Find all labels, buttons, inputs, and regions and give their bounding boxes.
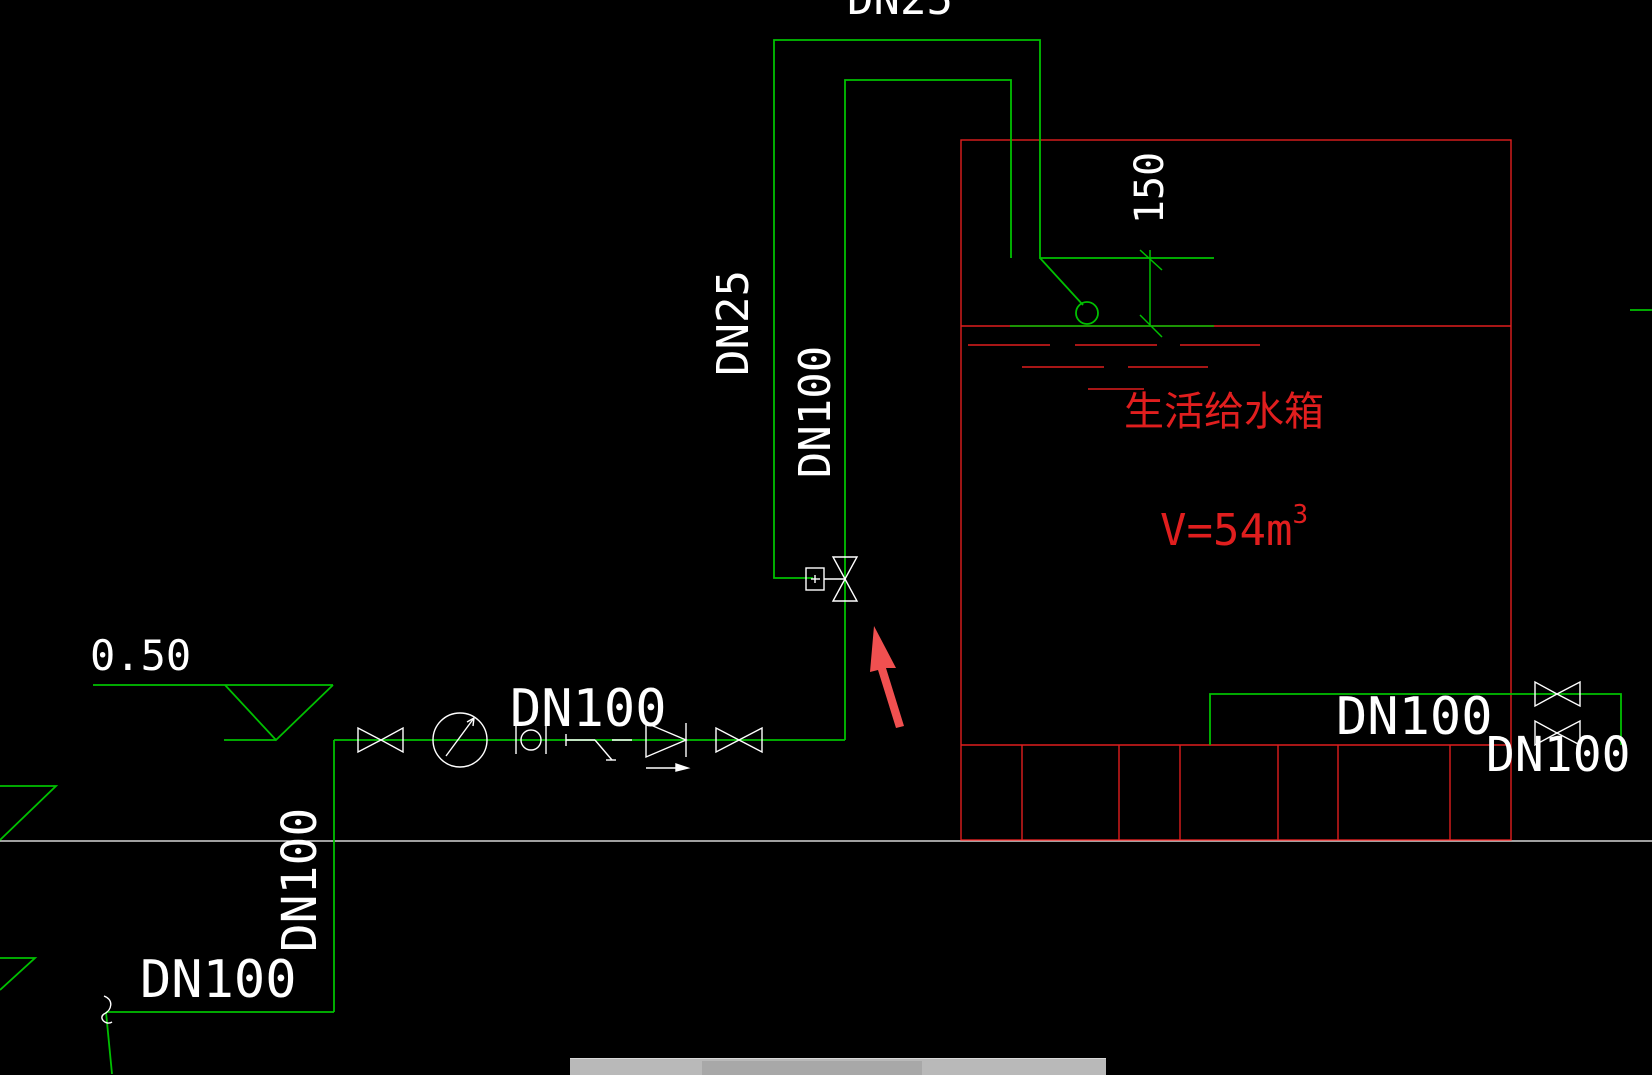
- gate-valve-icon: [357, 726, 404, 754]
- hose-tap-icon: [101, 995, 113, 1024]
- tank-volume-label: V=54m3: [1160, 500, 1308, 556]
- check-valve-icon: [645, 721, 691, 772]
- taskbar-item[interactable]: [702, 1061, 922, 1075]
- dimension-150: [1010, 249, 1214, 338]
- tank-name-label: 生活给水箱: [1124, 389, 1324, 435]
- dn25-top-label: DN25: [847, 0, 953, 25]
- elevation-label: 0.50: [90, 631, 191, 680]
- pointer-arrow-icon: [870, 626, 904, 728]
- dn25-vertical-label: DN25: [708, 270, 759, 376]
- taskbar: [570, 1058, 1106, 1075]
- taskbar-item[interactable]: [950, 1061, 1090, 1075]
- pressure-gauge-icon: [432, 712, 488, 768]
- gate-valve-2-icon: [715, 726, 763, 754]
- pipe-network: [0, 39, 1652, 1074]
- taskbar-item[interactable]: [580, 1061, 630, 1075]
- dn100-horizontal-valves-label: DN100: [510, 679, 667, 739]
- float-ball-icon: [1075, 301, 1099, 325]
- dn100-vertical-upper-label: DN100: [790, 346, 841, 478]
- outlet-valve-icon: [1534, 680, 1581, 747]
- water-tank: [960, 139, 1512, 841]
- dn100-right-edge-label: DN100: [1486, 727, 1631, 783]
- pressure-reducing-valve-icon: [565, 734, 632, 761]
- dn100-tank-bottom-label: DN100: [1336, 687, 1493, 747]
- check-joint-icon: [515, 726, 547, 754]
- dn100-lower-vertical-label: DN100: [272, 808, 328, 953]
- dim-150-label: 150: [1127, 152, 1173, 224]
- float-valve-icon: [805, 556, 859, 602]
- dn100-lower-horizontal-label: DN100: [140, 950, 297, 1010]
